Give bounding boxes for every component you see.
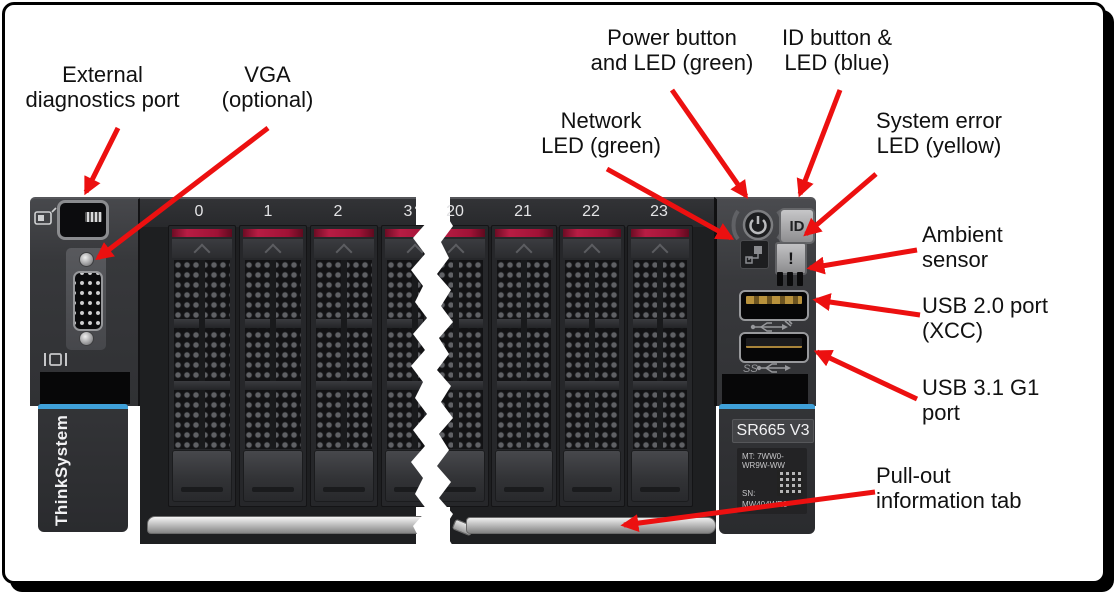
serial-number: MW404WR8	[742, 500, 788, 509]
label-network-led: Network LED (green)	[541, 108, 661, 158]
network-led	[740, 240, 769, 269]
drive-tray	[310, 225, 378, 507]
usb-xcc-icon	[750, 320, 793, 332]
usb-tongue	[746, 338, 802, 348]
diagnostics-connector-pins	[85, 212, 102, 222]
bay-number-0: 0	[194, 203, 204, 220]
monitor-icon	[44, 353, 67, 366]
system-error-led: !	[775, 242, 807, 275]
thinksystem-brand: ThinkSystem	[52, 414, 71, 526]
label-pullout-tab: Pull-out information tab	[876, 463, 1022, 513]
right-pullout-tab: SR665 V3 MT: 7WW0- WR9W-WW SN: MW404WR8	[719, 404, 815, 534]
label-usb3-port: USB 3.1 G1 port	[922, 375, 1040, 425]
drive-tray	[168, 225, 236, 507]
label-system-error-led: System error LED (yellow)	[876, 108, 1002, 158]
usb3-port	[739, 332, 809, 363]
id-button-label: ID	[789, 217, 805, 235]
vga-screw-top	[79, 252, 94, 267]
label-ambient-sensor: Ambient sensor	[922, 222, 1003, 272]
external-diagnostics-port	[57, 200, 109, 240]
left-pullout-tab: ThinkSystem	[38, 404, 128, 532]
model-label: SR665 V3	[732, 419, 814, 443]
serial-label: SN:	[742, 489, 756, 498]
usb-tongue	[746, 296, 802, 304]
vga-dsub-connector	[73, 271, 103, 331]
svg-text:SS: SS	[743, 363, 758, 375]
drive-tray	[559, 225, 625, 507]
bay-number-21: 21	[514, 203, 532, 220]
pullout-information-tab	[466, 517, 716, 534]
bottom-rail	[147, 516, 435, 534]
machine-info-sticker: MT: 7WW0- WR9W-WW SN: MW404WR8	[737, 448, 807, 514]
machine-type-text: MT: 7WW0- WR9W-WW	[742, 452, 785, 470]
drive-tray	[239, 225, 307, 507]
ambient-sensor	[777, 272, 803, 286]
bay-number-23: 23	[650, 203, 668, 220]
label-external-diagnostics: External diagnostics port	[25, 62, 180, 112]
id-button: ID	[779, 208, 815, 244]
error-glyph: !	[788, 248, 794, 268]
torn-break	[411, 192, 453, 546]
drive-tray	[491, 225, 557, 507]
diagnostics-handset-icon	[34, 207, 57, 225]
left-tab-slot	[40, 372, 130, 404]
front-operator-panel: ID ! SS	[714, 197, 816, 406]
right-tab-slot	[722, 374, 808, 404]
usb3-ss-icon: SS	[743, 363, 791, 375]
bay-number-20: 20	[446, 203, 464, 220]
front-io-left-panel	[30, 197, 142, 406]
usb2-port-xcc	[739, 290, 809, 321]
bay-number-2: 2	[333, 203, 343, 220]
bay-number-22: 22	[582, 203, 600, 220]
label-power-button: Power button and LED (green)	[590, 25, 754, 75]
label-usb2-port: USB 2.0 port (XCC)	[922, 293, 1048, 343]
bay-number-3: 3	[403, 203, 413, 220]
drive-tray	[627, 225, 693, 507]
power-button-icon	[731, 209, 785, 241]
bay-number-1: 1	[263, 203, 273, 220]
network-icon	[745, 246, 762, 264]
label-vga: VGA (optional)	[221, 62, 314, 112]
label-id-button: ID button & LED (blue)	[781, 25, 893, 75]
model-text: SR665 V3	[736, 422, 810, 439]
vga-port	[66, 248, 106, 350]
qr-code	[777, 470, 803, 496]
vga-screw-bottom	[79, 331, 94, 346]
